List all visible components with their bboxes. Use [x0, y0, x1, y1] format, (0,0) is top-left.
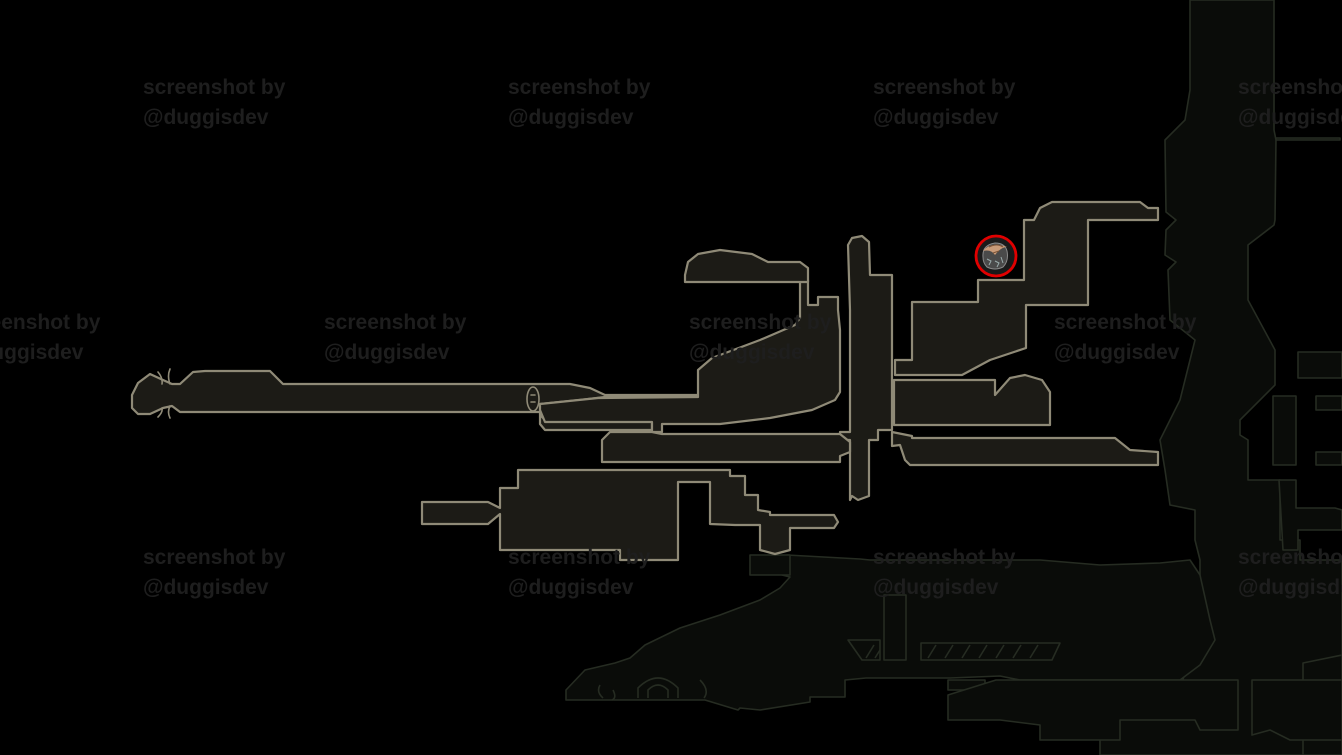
- explored-area: [130, 200, 1160, 562]
- knight-head-icon: [974, 234, 1018, 278]
- player-location-marker[interactable]: [973, 233, 1019, 279]
- unexplored-area: [565, 0, 1342, 755]
- shell-ornament: [157, 368, 540, 419]
